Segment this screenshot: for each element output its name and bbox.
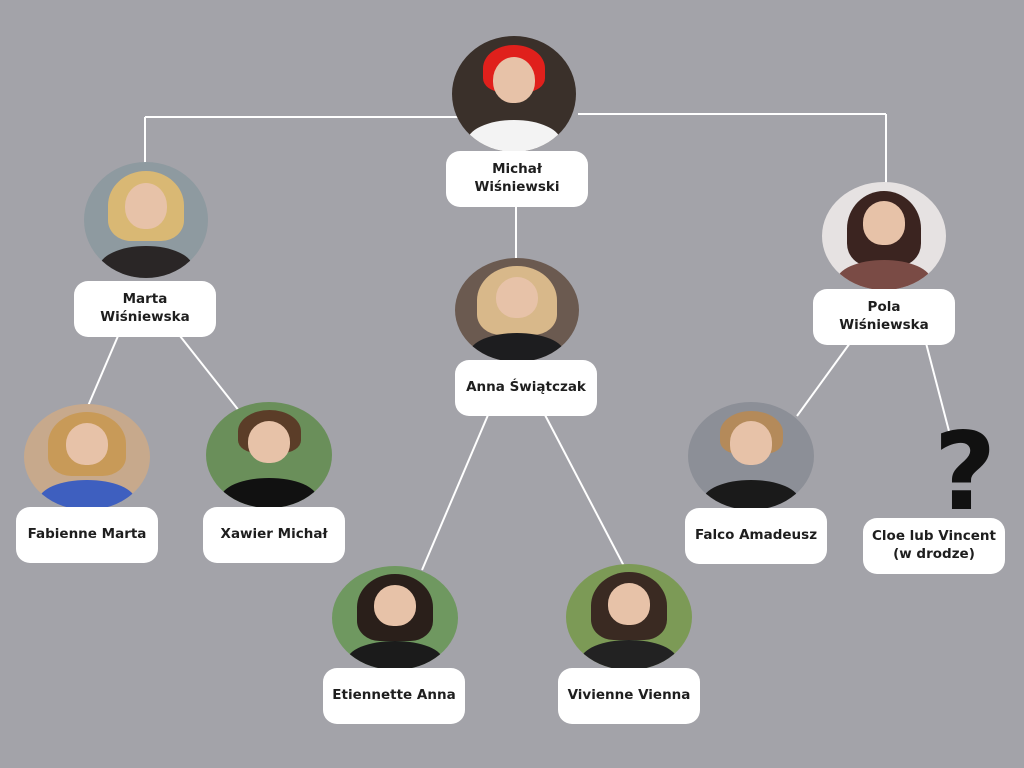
photo-falco [688, 402, 814, 510]
photo-xawier [206, 402, 332, 508]
label-xawier: Xawier Michał [203, 507, 345, 563]
photo-michal [452, 36, 576, 152]
connector-anna-vivienne [544, 414, 626, 569]
label-cloe: Cloe lub Vincent (w drodze) [863, 518, 1005, 574]
label-anna: Anna Świątczak [455, 360, 597, 416]
photo-pola [822, 182, 946, 290]
question-mark-icon: ? [933, 410, 997, 535]
connector-marta-xawier [179, 335, 241, 413]
photo-etiennette [332, 566, 458, 670]
connector-marta-fabienne [87, 335, 119, 407]
label-vivienne: Vivienne Vienna [558, 668, 700, 724]
label-michal: Michał Wiśniewski [446, 151, 588, 207]
label-fabienne: Fabienne Marta [16, 507, 158, 563]
photo-marta [84, 162, 208, 278]
photo-anna [455, 258, 579, 362]
connector-anna-etiennette [421, 414, 489, 571]
label-marta: Marta Wiśniewska [74, 281, 216, 337]
connector-pola-falco [796, 342, 851, 417]
label-pola: Pola Wiśniewska [813, 289, 955, 345]
photo-fabienne [24, 404, 150, 510]
connector-pola-cloe [925, 342, 951, 436]
label-etiennette: Etiennette Anna [323, 668, 465, 724]
label-falco: Falco Amadeusz [685, 508, 827, 564]
photo-vivienne [566, 564, 692, 670]
